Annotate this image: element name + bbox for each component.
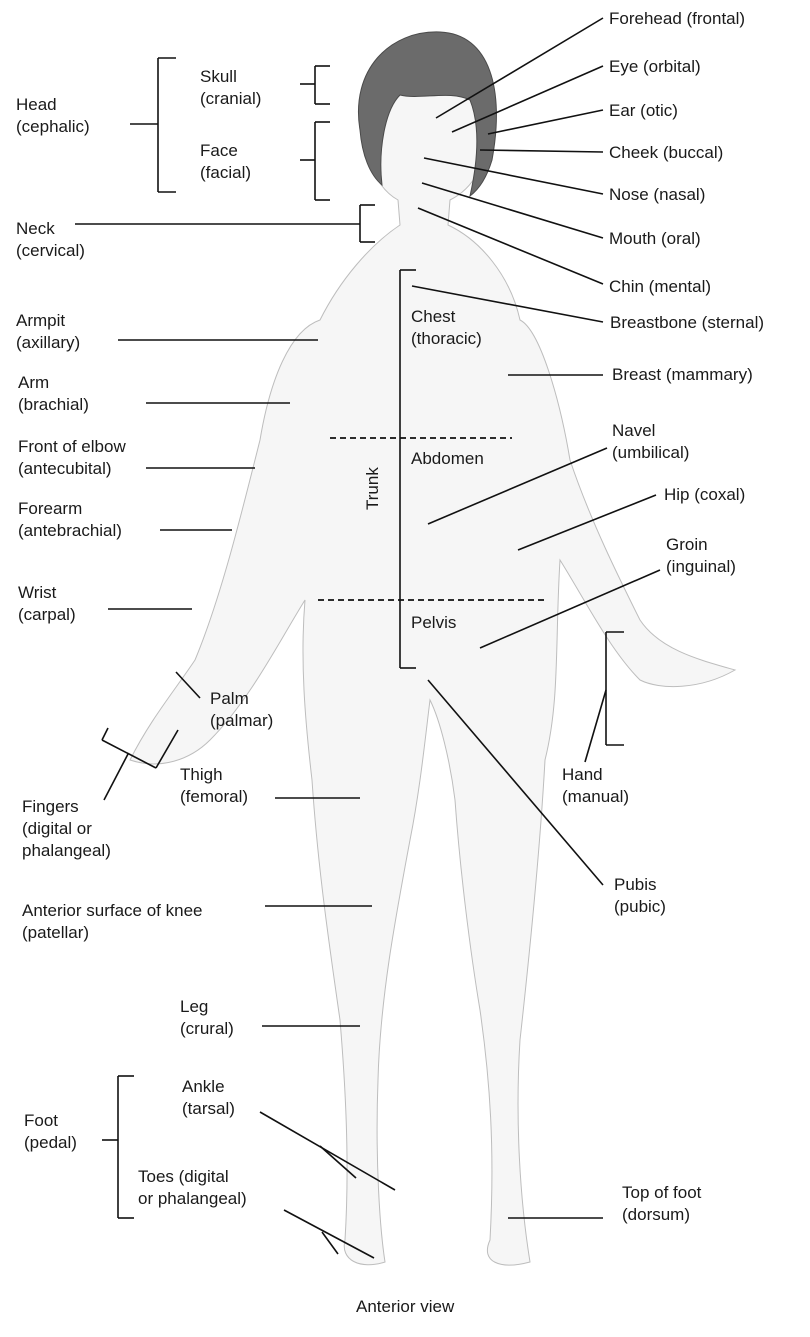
label-eye: Eye (orbital)	[609, 56, 701, 78]
label-breast: Breast (mammary)	[612, 364, 753, 386]
label-forehead: Forehead (frontal)	[609, 8, 745, 30]
foot-bracket	[102, 1076, 134, 1218]
label-palm: Palm(palmar)	[210, 688, 273, 732]
label-trunk: Trunk	[362, 467, 384, 510]
label-ankle: Ankle(tarsal)	[182, 1076, 235, 1120]
label-nose: Nose (nasal)	[609, 184, 705, 206]
label-navel: Navel(umbilical)	[612, 420, 689, 464]
label-chin: Chin (mental)	[609, 276, 711, 298]
cheek-leader	[480, 150, 603, 152]
label-pelvis: Pelvis	[411, 612, 456, 634]
label-mouth: Mouth (oral)	[609, 228, 701, 250]
label-groin: Groin(inguinal)	[666, 534, 736, 578]
label-wrist: Wrist(carpal)	[18, 582, 76, 626]
label-hand: Hand(manual)	[562, 764, 629, 808]
label-breastbone: Breastbone (sternal)	[610, 312, 764, 334]
label-skull: Skull(cranial)	[200, 66, 261, 110]
label-forearm: Forearm(antebrachial)	[18, 498, 122, 542]
diagram-title: Anterior view	[356, 1296, 454, 1318]
label-elbow: Front of elbow(antecubital)	[18, 436, 126, 480]
label-chest: Chest(thoracic)	[411, 306, 482, 350]
label-thigh: Thigh(femoral)	[180, 764, 248, 808]
label-head: Head(cephalic)	[16, 94, 90, 138]
label-cheek: Cheek (buccal)	[609, 142, 723, 164]
label-pubis: Pubis(pubic)	[614, 874, 666, 918]
label-foot: Foot(pedal)	[24, 1110, 77, 1154]
neck-bracket	[75, 205, 375, 242]
label-abdomen: Abdomen	[411, 448, 484, 470]
label-ear: Ear (otic)	[609, 100, 678, 122]
face-bracket	[300, 122, 330, 200]
label-neck: Neck(cervical)	[16, 218, 85, 262]
skull-bracket	[300, 66, 330, 104]
head-bracket	[130, 58, 176, 192]
label-hip: Hip (coxal)	[664, 484, 745, 506]
label-face: Face(facial)	[200, 140, 251, 184]
label-arm: Arm(brachial)	[18, 372, 89, 416]
label-leg: Leg(crural)	[180, 996, 234, 1040]
ear-leader	[488, 110, 603, 134]
label-top-of-foot: Top of foot(dorsum)	[622, 1182, 701, 1226]
label-knee: Anterior surface of knee(patellar)	[22, 900, 202, 944]
label-armpit: Armpit(axillary)	[16, 310, 80, 354]
